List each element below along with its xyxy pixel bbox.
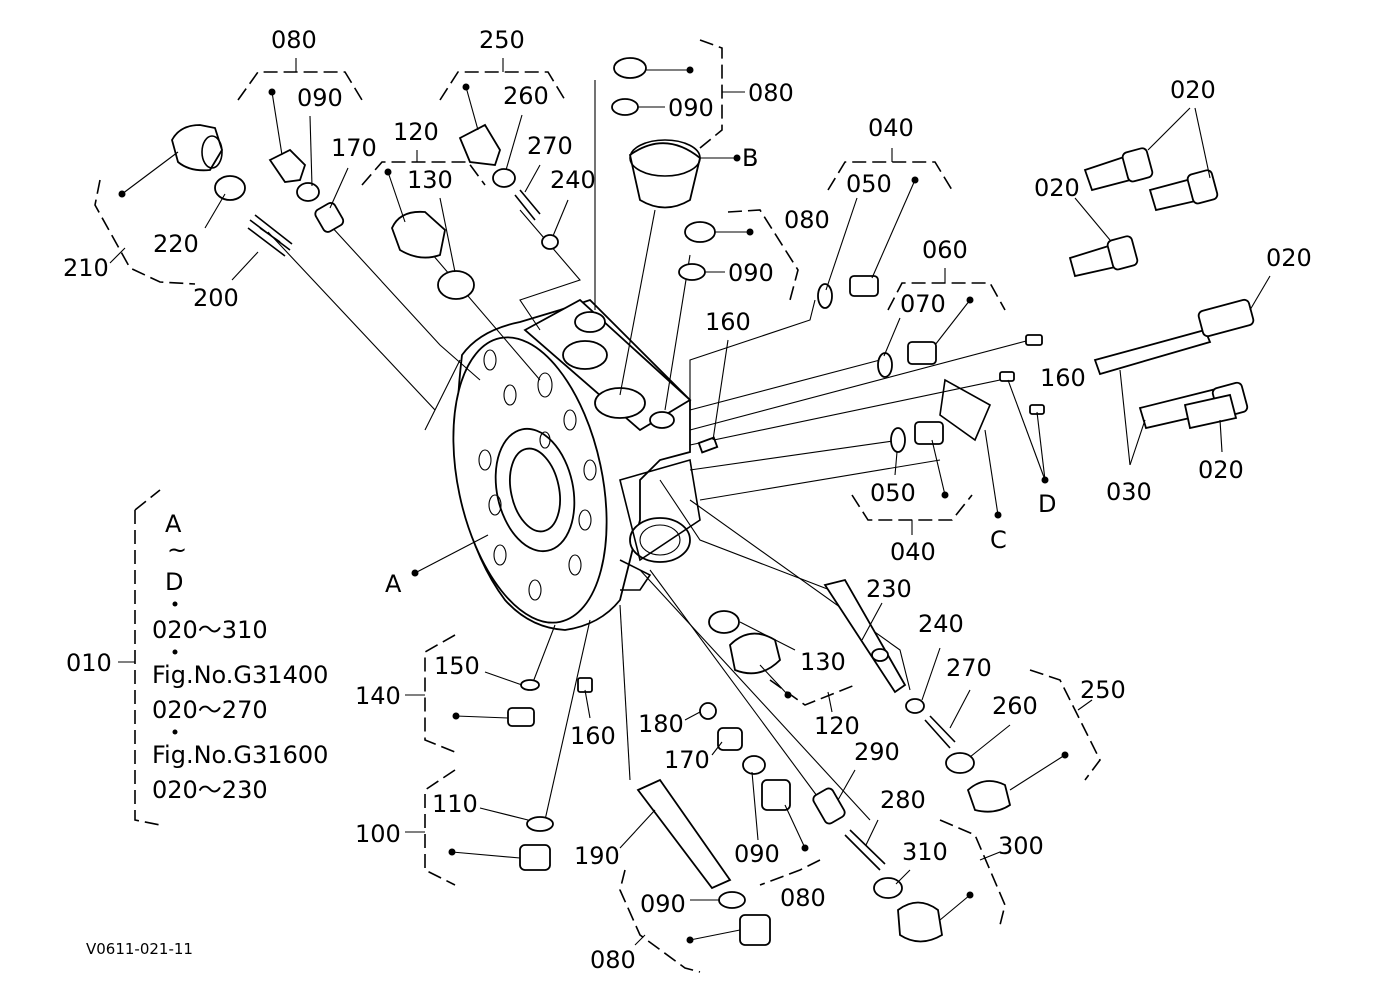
- label-130: 130: [407, 166, 453, 194]
- label-290: 290: [854, 738, 900, 766]
- label-310: 310: [902, 838, 948, 866]
- label-200: 200: [193, 284, 239, 312]
- legend-line: 020～310: [152, 616, 268, 644]
- label-120: 120: [814, 712, 860, 740]
- label-110: 110: [432, 790, 478, 818]
- label-260: 260: [992, 692, 1038, 720]
- label-230: 230: [866, 575, 912, 603]
- label-280: 280: [880, 786, 926, 814]
- group-brackets: [94, 39, 1101, 973]
- legend-line: 020～270: [152, 696, 268, 724]
- label-270: 270: [946, 654, 992, 682]
- label-020: 020: [1266, 244, 1312, 272]
- label-170: 170: [331, 134, 377, 162]
- label-140: 140: [355, 682, 401, 710]
- label-080: 080: [590, 946, 636, 974]
- label-090: 090: [297, 84, 343, 112]
- label-070: 070: [900, 290, 946, 318]
- label-180: 180: [638, 710, 684, 738]
- label-150: 150: [434, 652, 480, 680]
- label-020: 020: [1170, 76, 1216, 104]
- assembly-lines: [267, 80, 1031, 821]
- drawing-code: V0611-021-11: [86, 940, 193, 958]
- label-080: 080: [271, 26, 317, 54]
- legend-line: ~: [167, 536, 187, 564]
- label-050: 050: [870, 479, 916, 507]
- legend-line: A: [165, 510, 182, 538]
- label-090: 090: [734, 840, 780, 868]
- label-120: 120: [393, 118, 439, 146]
- label-190: 190: [574, 842, 620, 870]
- label-a: A: [385, 570, 402, 598]
- label-090: 090: [728, 259, 774, 287]
- legend-line: Fig.No.G31400: [152, 661, 328, 689]
- label-170: 170: [664, 746, 710, 774]
- label-080: 080: [784, 206, 830, 234]
- label-250: 250: [479, 26, 525, 54]
- legend-line: 020～230: [152, 776, 268, 804]
- label-300: 300: [998, 832, 1044, 860]
- label-240: 240: [918, 610, 964, 638]
- legend-ref-label: 010: [66, 649, 112, 677]
- label-080: 080: [780, 884, 826, 912]
- label-090: 090: [668, 94, 714, 122]
- leader-lines: [118, 66, 1271, 944]
- label-040: 040: [890, 538, 936, 566]
- label-020: 020: [1034, 174, 1080, 202]
- legend-line: D: [165, 568, 183, 596]
- label-040: 040: [868, 114, 914, 142]
- label-080: 080: [748, 79, 794, 107]
- main-housing: [452, 298, 701, 631]
- parts: [171, 57, 1255, 946]
- label-100: 100: [355, 820, 401, 848]
- label-090: 090: [640, 890, 686, 918]
- label-130: 130: [800, 648, 846, 676]
- label-250: 250: [1080, 676, 1126, 704]
- legend-line: Fig.No.G31600: [152, 741, 328, 769]
- part-labels: 080 090 170 250 260 270 240 120 130 220 …: [63, 26, 1312, 974]
- label-b: B: [742, 144, 758, 172]
- label-160: 160: [570, 722, 616, 750]
- label-240: 240: [550, 166, 596, 194]
- label-c: C: [990, 526, 1007, 554]
- label-260: 260: [503, 82, 549, 110]
- label-220: 220: [153, 230, 199, 258]
- label-050: 050: [846, 170, 892, 198]
- label-210: 210: [63, 254, 109, 282]
- legend-block: 010 A ~ D 020～310 Fig.No.G31400 020～270 …: [66, 510, 328, 804]
- label-160: 160: [1040, 364, 1086, 392]
- label-060: 060: [922, 236, 968, 264]
- label-d: D: [1038, 490, 1056, 518]
- label-020: 020: [1198, 456, 1244, 484]
- label-270: 270: [527, 132, 573, 160]
- label-160: 160: [705, 308, 751, 336]
- label-030: 030: [1106, 478, 1152, 506]
